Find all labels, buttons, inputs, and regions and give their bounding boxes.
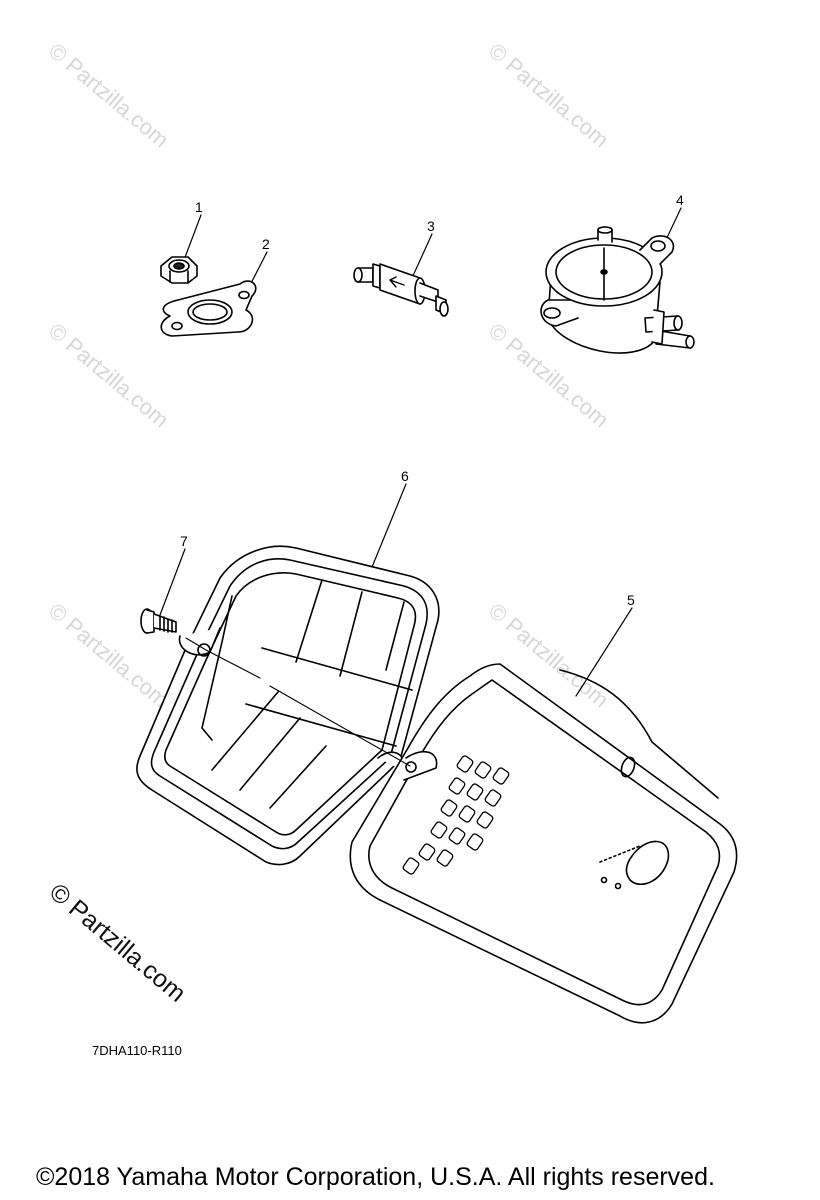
callout-part-5: 5 bbox=[627, 592, 635, 608]
part-7-screw bbox=[140, 608, 177, 634]
callout-part-2: 2 bbox=[262, 236, 270, 252]
callout-part-1: 1 bbox=[195, 199, 203, 215]
callout-part-4: 4 bbox=[676, 192, 684, 208]
part-4-fuel-pump bbox=[540, 226, 695, 354]
callout-part-3: 3 bbox=[427, 218, 435, 234]
part-3-fuel-filter bbox=[353, 263, 449, 317]
part-6-air-case bbox=[136, 545, 440, 866]
cover-vent-slots bbox=[402, 755, 510, 875]
part-2-gasket bbox=[160, 280, 257, 337]
part-5-air-cover bbox=[349, 663, 738, 1024]
diagram-code: 7DHA110-R110 bbox=[92, 1043, 182, 1058]
callout-part-7: 7 bbox=[180, 533, 188, 549]
part-1-nut bbox=[160, 256, 198, 284]
assembly-line bbox=[185, 637, 411, 767]
copyright-notice: ©2018 Yamaha Motor Corporation, U.S.A. A… bbox=[36, 1163, 715, 1191]
callout-part-6: 6 bbox=[401, 468, 409, 484]
leader-lines bbox=[159, 207, 682, 697]
